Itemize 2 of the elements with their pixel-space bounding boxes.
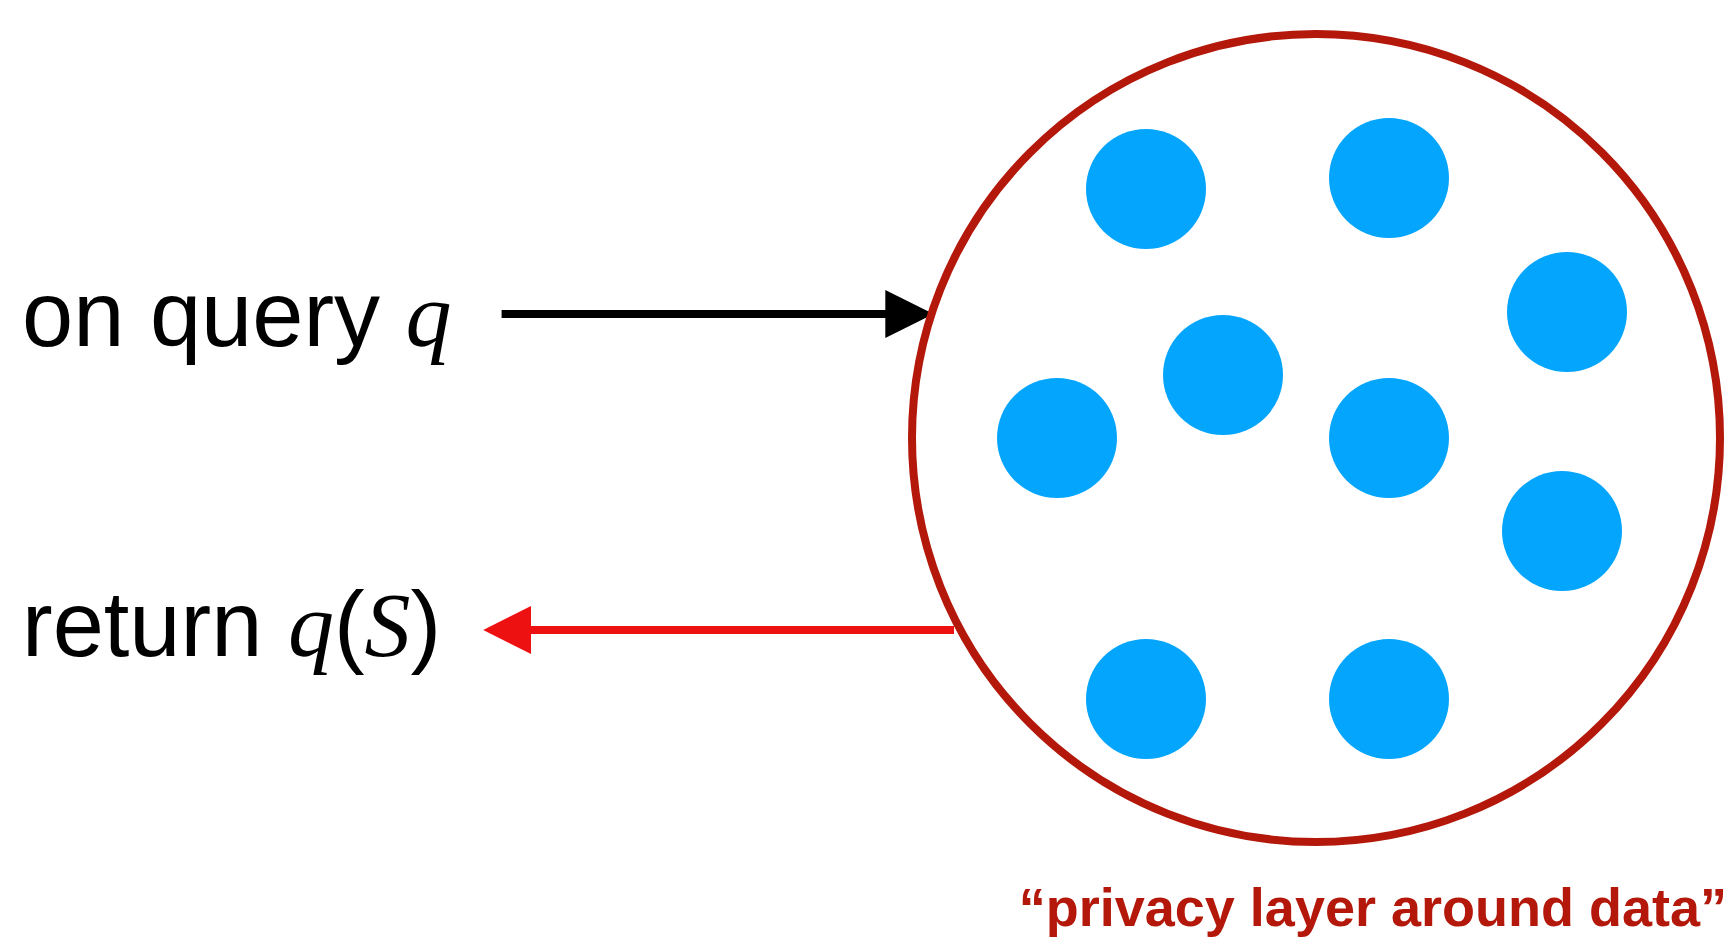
- query-text: on query q: [22, 262, 452, 368]
- query-text: return q(S): [22, 572, 442, 678]
